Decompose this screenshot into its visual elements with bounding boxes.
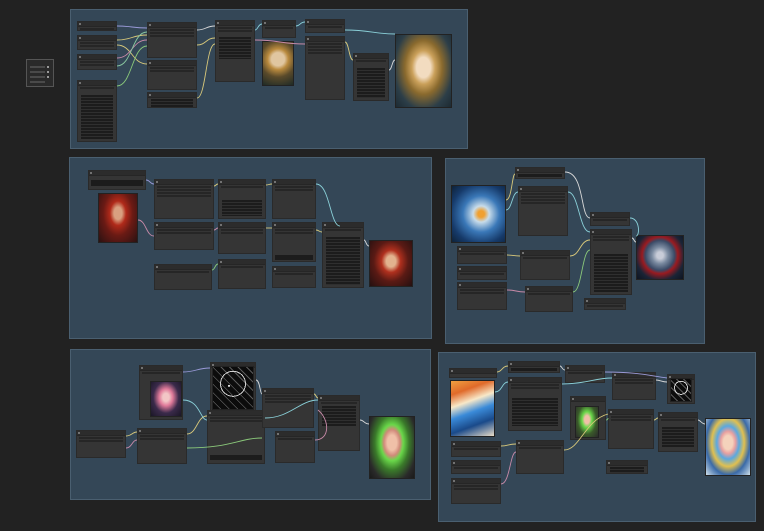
golden-mask-woman-output bbox=[395, 34, 452, 108]
node[interactable] bbox=[518, 186, 568, 236]
node[interactable] bbox=[77, 54, 117, 70]
node[interactable] bbox=[218, 222, 266, 254]
node[interactable] bbox=[147, 22, 197, 58]
node[interactable] bbox=[147, 92, 197, 108]
mini-panel-toggle-icon[interactable] bbox=[47, 71, 49, 73]
node[interactable] bbox=[272, 266, 316, 288]
lineart-small-preview bbox=[670, 378, 692, 402]
node[interactable] bbox=[305, 19, 345, 33]
node[interactable] bbox=[508, 377, 562, 431]
node[interactable] bbox=[154, 222, 214, 250]
node[interactable] bbox=[305, 36, 345, 100]
node[interactable] bbox=[88, 170, 146, 190]
lineart-preview bbox=[212, 366, 254, 410]
red-demon-woman-input bbox=[98, 193, 138, 243]
mini-panel-toggle-icon[interactable] bbox=[47, 66, 49, 68]
node[interactable] bbox=[515, 167, 565, 179]
node[interactable] bbox=[449, 368, 497, 378]
node[interactable] bbox=[318, 395, 360, 451]
node[interactable] bbox=[272, 179, 316, 219]
node[interactable] bbox=[137, 428, 187, 464]
node[interactable] bbox=[516, 440, 564, 474]
node[interactable] bbox=[608, 409, 654, 449]
node[interactable] bbox=[154, 264, 212, 290]
pink-hair-girl-input bbox=[150, 381, 182, 417]
node[interactable] bbox=[525, 286, 573, 312]
node[interactable] bbox=[353, 53, 389, 101]
node[interactable] bbox=[77, 21, 117, 31]
node[interactable] bbox=[457, 266, 507, 280]
node[interactable] bbox=[612, 372, 656, 400]
blue-splash-input bbox=[451, 185, 506, 243]
mini-panel-row[interactable] bbox=[30, 66, 45, 68]
node[interactable] bbox=[262, 20, 296, 38]
node[interactable] bbox=[154, 179, 214, 219]
node[interactable] bbox=[77, 80, 117, 142]
node[interactable] bbox=[77, 35, 117, 50]
mini-panel-row[interactable] bbox=[30, 71, 45, 73]
node[interactable] bbox=[262, 388, 314, 428]
node[interactable] bbox=[658, 412, 698, 452]
node[interactable] bbox=[451, 460, 501, 474]
node[interactable] bbox=[272, 222, 316, 262]
node[interactable] bbox=[218, 179, 266, 219]
golden-mask-woman-preview bbox=[262, 41, 294, 86]
green-hair-girl-output bbox=[369, 416, 415, 479]
samurai-output bbox=[636, 235, 684, 280]
node[interactable] bbox=[215, 20, 255, 82]
node[interactable] bbox=[451, 478, 501, 504]
blue-hair-girl-output bbox=[705, 418, 751, 476]
node[interactable] bbox=[275, 431, 315, 463]
node[interactable] bbox=[590, 229, 632, 295]
node[interactable] bbox=[565, 365, 605, 383]
node[interactable] bbox=[457, 282, 507, 310]
node[interactable] bbox=[520, 250, 570, 280]
node[interactable] bbox=[508, 361, 560, 373]
node[interactable] bbox=[590, 212, 630, 226]
node[interactable] bbox=[457, 246, 507, 264]
mini-panel-row[interactable] bbox=[30, 76, 45, 78]
node[interactable] bbox=[451, 441, 501, 457]
node[interactable] bbox=[147, 60, 197, 90]
node[interactable] bbox=[207, 410, 265, 464]
mini-panel-toggle-icon[interactable] bbox=[47, 76, 49, 78]
colorful-city-input bbox=[450, 380, 495, 437]
green-hair-small-preview bbox=[575, 406, 599, 438]
floating-mini-panel[interactable] bbox=[26, 59, 54, 87]
node[interactable] bbox=[218, 259, 266, 289]
mini-panel-row[interactable] bbox=[30, 81, 45, 83]
node[interactable] bbox=[606, 460, 648, 474]
node[interactable] bbox=[76, 430, 126, 458]
node[interactable] bbox=[322, 222, 364, 288]
red-demon-woman-output bbox=[369, 240, 413, 287]
node[interactable] bbox=[584, 298, 626, 310]
